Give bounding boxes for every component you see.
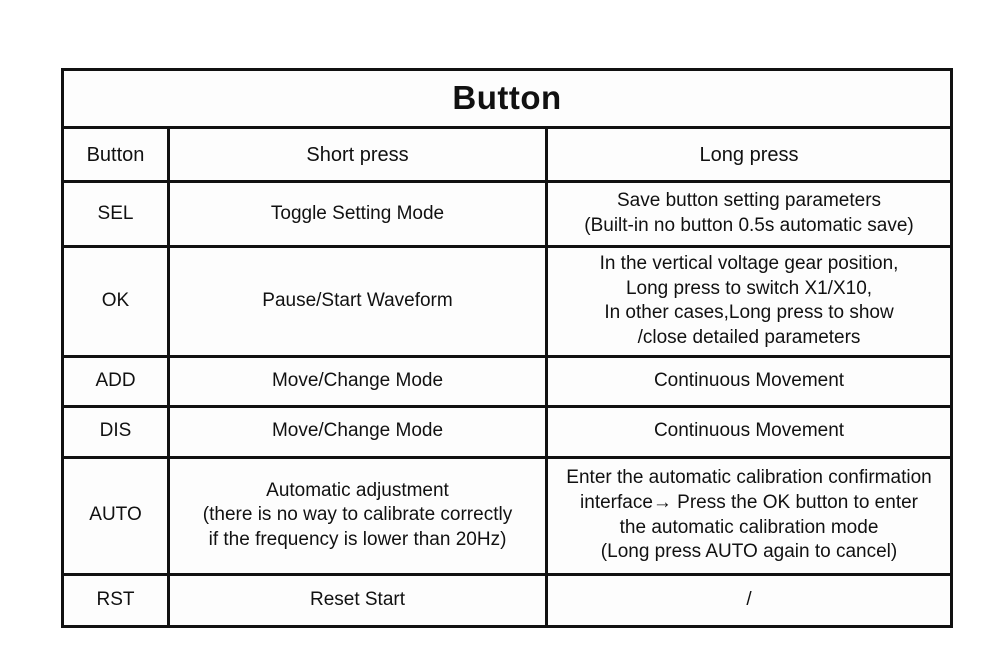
text-line: Reset Start xyxy=(309,588,406,610)
button-name-sel: SEL xyxy=(61,180,170,248)
long-press-auto: Enter the automatic calibration confirma… xyxy=(544,455,954,576)
short-press-auto: Automatic adjustment (there is no way to… xyxy=(167,455,548,576)
long-press-sel: Save button setting parameters (Built-in… xyxy=(544,180,954,248)
button-reference-table: Button Button Short press Long press SEL… xyxy=(60,68,954,628)
table-row: ADD Move/Change Mode Continuous Movement xyxy=(61,354,954,408)
text-line: Continuous Movement xyxy=(653,420,845,442)
text-line: interface→ Press the OK button to enter xyxy=(580,492,918,514)
text-line: Enter the automatic calibration confirma… xyxy=(566,467,932,489)
table-row: DIS Move/Change Mode Continuous Movement xyxy=(61,404,954,459)
button-name-add: ADD xyxy=(61,354,170,408)
table-title-row: Button xyxy=(60,68,954,129)
table-row: AUTO Automatic adjustment (there is no w… xyxy=(61,455,954,576)
button-name-dis: DIS xyxy=(61,404,170,459)
button-function-table: Button Button Short press Long press SEL… xyxy=(60,68,954,628)
text-line: In the vertical voltage gear position, xyxy=(599,253,899,274)
column-header-long-press: Long press xyxy=(544,126,954,183)
text-line: the automatic calibration mode xyxy=(619,516,879,538)
button-name-auto: AUTO xyxy=(61,455,170,576)
table-header-row: Button Short press Long press xyxy=(61,126,954,183)
short-press-dis: Move/Change Mode xyxy=(167,404,548,459)
text-line: (there is no way to calibrate correctly xyxy=(202,504,513,526)
text-line: Pause/Start Waveform xyxy=(262,290,453,312)
text-line: /close detailed parameters xyxy=(637,327,861,349)
text-line: Automatic adjustment xyxy=(266,479,449,501)
text-line: In other cases,Long press to show xyxy=(604,302,894,324)
short-press-rst: Reset Start xyxy=(167,572,548,628)
button-name-ok: OK xyxy=(61,245,170,358)
column-header-button: Button xyxy=(61,126,170,183)
table-row: RST Reset Start / xyxy=(61,572,954,628)
text-line: (Built-in no button 0.5s automatic save) xyxy=(584,215,914,236)
text-line: Continuous Movement xyxy=(653,369,845,391)
table-row: OK Pause/Start Waveform In the vertical … xyxy=(61,245,954,358)
table-row: SEL Toggle Setting Mode Save button sett… xyxy=(61,180,954,248)
long-press-dis: Continuous Movement xyxy=(544,404,954,459)
text-line: if the frequency is lower than 20Hz) xyxy=(208,529,507,551)
short-press-ok: Pause/Start Waveform xyxy=(167,245,548,358)
text-line: Long press to switch X1/X10, xyxy=(625,277,873,299)
button-name-rst: RST xyxy=(61,572,170,628)
text-line: Toggle Setting Mode xyxy=(270,202,445,224)
table-title: Button xyxy=(60,68,954,129)
text-line: (Long press AUTO again to cancel) xyxy=(600,541,898,563)
text-line: Save button setting parameters xyxy=(616,190,882,212)
short-press-add: Move/Change Mode xyxy=(167,354,548,408)
long-press-ok: In the vertical voltage gear position, L… xyxy=(544,245,954,358)
short-press-sel: Toggle Setting Mode xyxy=(167,180,548,248)
text-line: Move/Change Mode xyxy=(271,369,444,391)
column-header-short-press: Short press xyxy=(167,126,548,183)
text-line: Move/Change Mode xyxy=(271,420,444,442)
long-press-rst: / xyxy=(544,572,954,628)
long-press-add: Continuous Movement xyxy=(544,354,954,408)
